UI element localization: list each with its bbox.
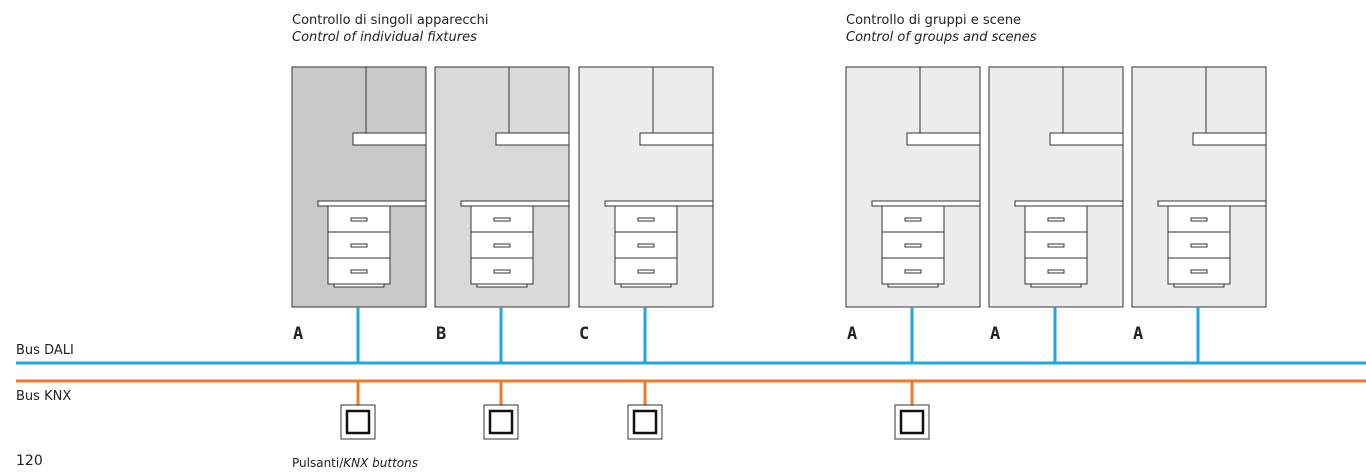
caption-individual: Controllo di singoli apparecchi Control … — [292, 12, 489, 46]
knx-button-icon — [345, 409, 371, 435]
drawer-handle — [350, 243, 368, 248]
lamp-shade — [352, 132, 427, 146]
drawer-handle — [493, 269, 511, 274]
knx-button-4 — [894, 381, 930, 440]
panel-letter-1: A — [293, 324, 304, 344]
drawer-base — [620, 283, 672, 288]
knx-button-1 — [340, 381, 376, 440]
drawer-base — [887, 283, 939, 288]
buttons-legend-italian: Pulsanti/ — [292, 456, 344, 470]
drawer-handle — [904, 243, 922, 248]
drawer-handle — [493, 217, 511, 222]
drawer-handle — [1047, 217, 1065, 222]
knx-button-3 — [627, 381, 663, 440]
knx-button-icon — [632, 409, 658, 435]
drawer — [881, 231, 945, 259]
page-number: 120 — [16, 453, 43, 469]
panel-letter-4: A — [847, 324, 858, 344]
buttons-legend: Pulsanti/KNX buttons — [292, 455, 418, 472]
lamp-shade — [1192, 132, 1267, 146]
buttons-legend-english: KNX buttons — [343, 456, 418, 470]
drawer-handle — [1190, 243, 1208, 248]
drawer-base — [476, 283, 528, 288]
panel-letter-3: C — [579, 324, 590, 344]
drawer-handle — [1190, 269, 1208, 274]
drawer-handle — [350, 217, 368, 222]
knx-button-icon — [899, 409, 925, 435]
panel-1 — [291, 66, 427, 363]
lamp-shade — [639, 132, 714, 146]
drawer-base — [1030, 283, 1082, 288]
drawer-handle — [1047, 243, 1065, 248]
bus-knx-label: Bus KNX — [16, 389, 72, 404]
drawer-handle — [637, 269, 655, 274]
panel-2 — [434, 66, 570, 363]
desk-top — [1014, 200, 1124, 207]
panel-4 — [845, 66, 981, 363]
caption-individual-italian: Controllo di singoli apparecchi — [292, 13, 489, 28]
drawer-base — [1173, 283, 1225, 288]
panel-letter-2: B — [436, 324, 447, 344]
knx-button-icon — [488, 409, 514, 435]
drawer-handle — [637, 217, 655, 222]
caption-groups-english: Control of groups and scenes — [846, 30, 1037, 45]
panel-6 — [1131, 66, 1267, 363]
panel-letter-6: A — [1133, 324, 1144, 344]
drawer-handle — [1047, 269, 1065, 274]
knx-button-2 — [483, 381, 519, 440]
caption-groups: Controllo di gruppi e scene Control of g… — [846, 12, 1037, 46]
desk-top — [1157, 200, 1267, 207]
lamp-shade — [906, 132, 981, 146]
panel-3 — [578, 66, 714, 363]
caption-individual-english: Control of individual fixtures — [292, 30, 477, 45]
drawer-handle — [350, 269, 368, 274]
drawer-handle — [1190, 217, 1208, 222]
panel-5 — [988, 66, 1124, 363]
desk-top — [871, 200, 981, 207]
bus-dali-label: Bus DALI — [16, 343, 74, 358]
panel-letter-5: A — [990, 324, 1001, 344]
lamp-shade — [495, 132, 570, 146]
drawer-handle — [493, 243, 511, 248]
desk-top — [317, 200, 427, 207]
drawer-base — [333, 283, 385, 288]
desk-top — [460, 200, 570, 207]
lamp-shade — [1049, 132, 1124, 146]
desk-top — [604, 200, 714, 207]
drawer-handle — [904, 217, 922, 222]
caption-groups-italian: Controllo di gruppi e scene — [846, 13, 1022, 28]
drawer-handle — [637, 243, 655, 248]
drawer-handle — [904, 269, 922, 274]
